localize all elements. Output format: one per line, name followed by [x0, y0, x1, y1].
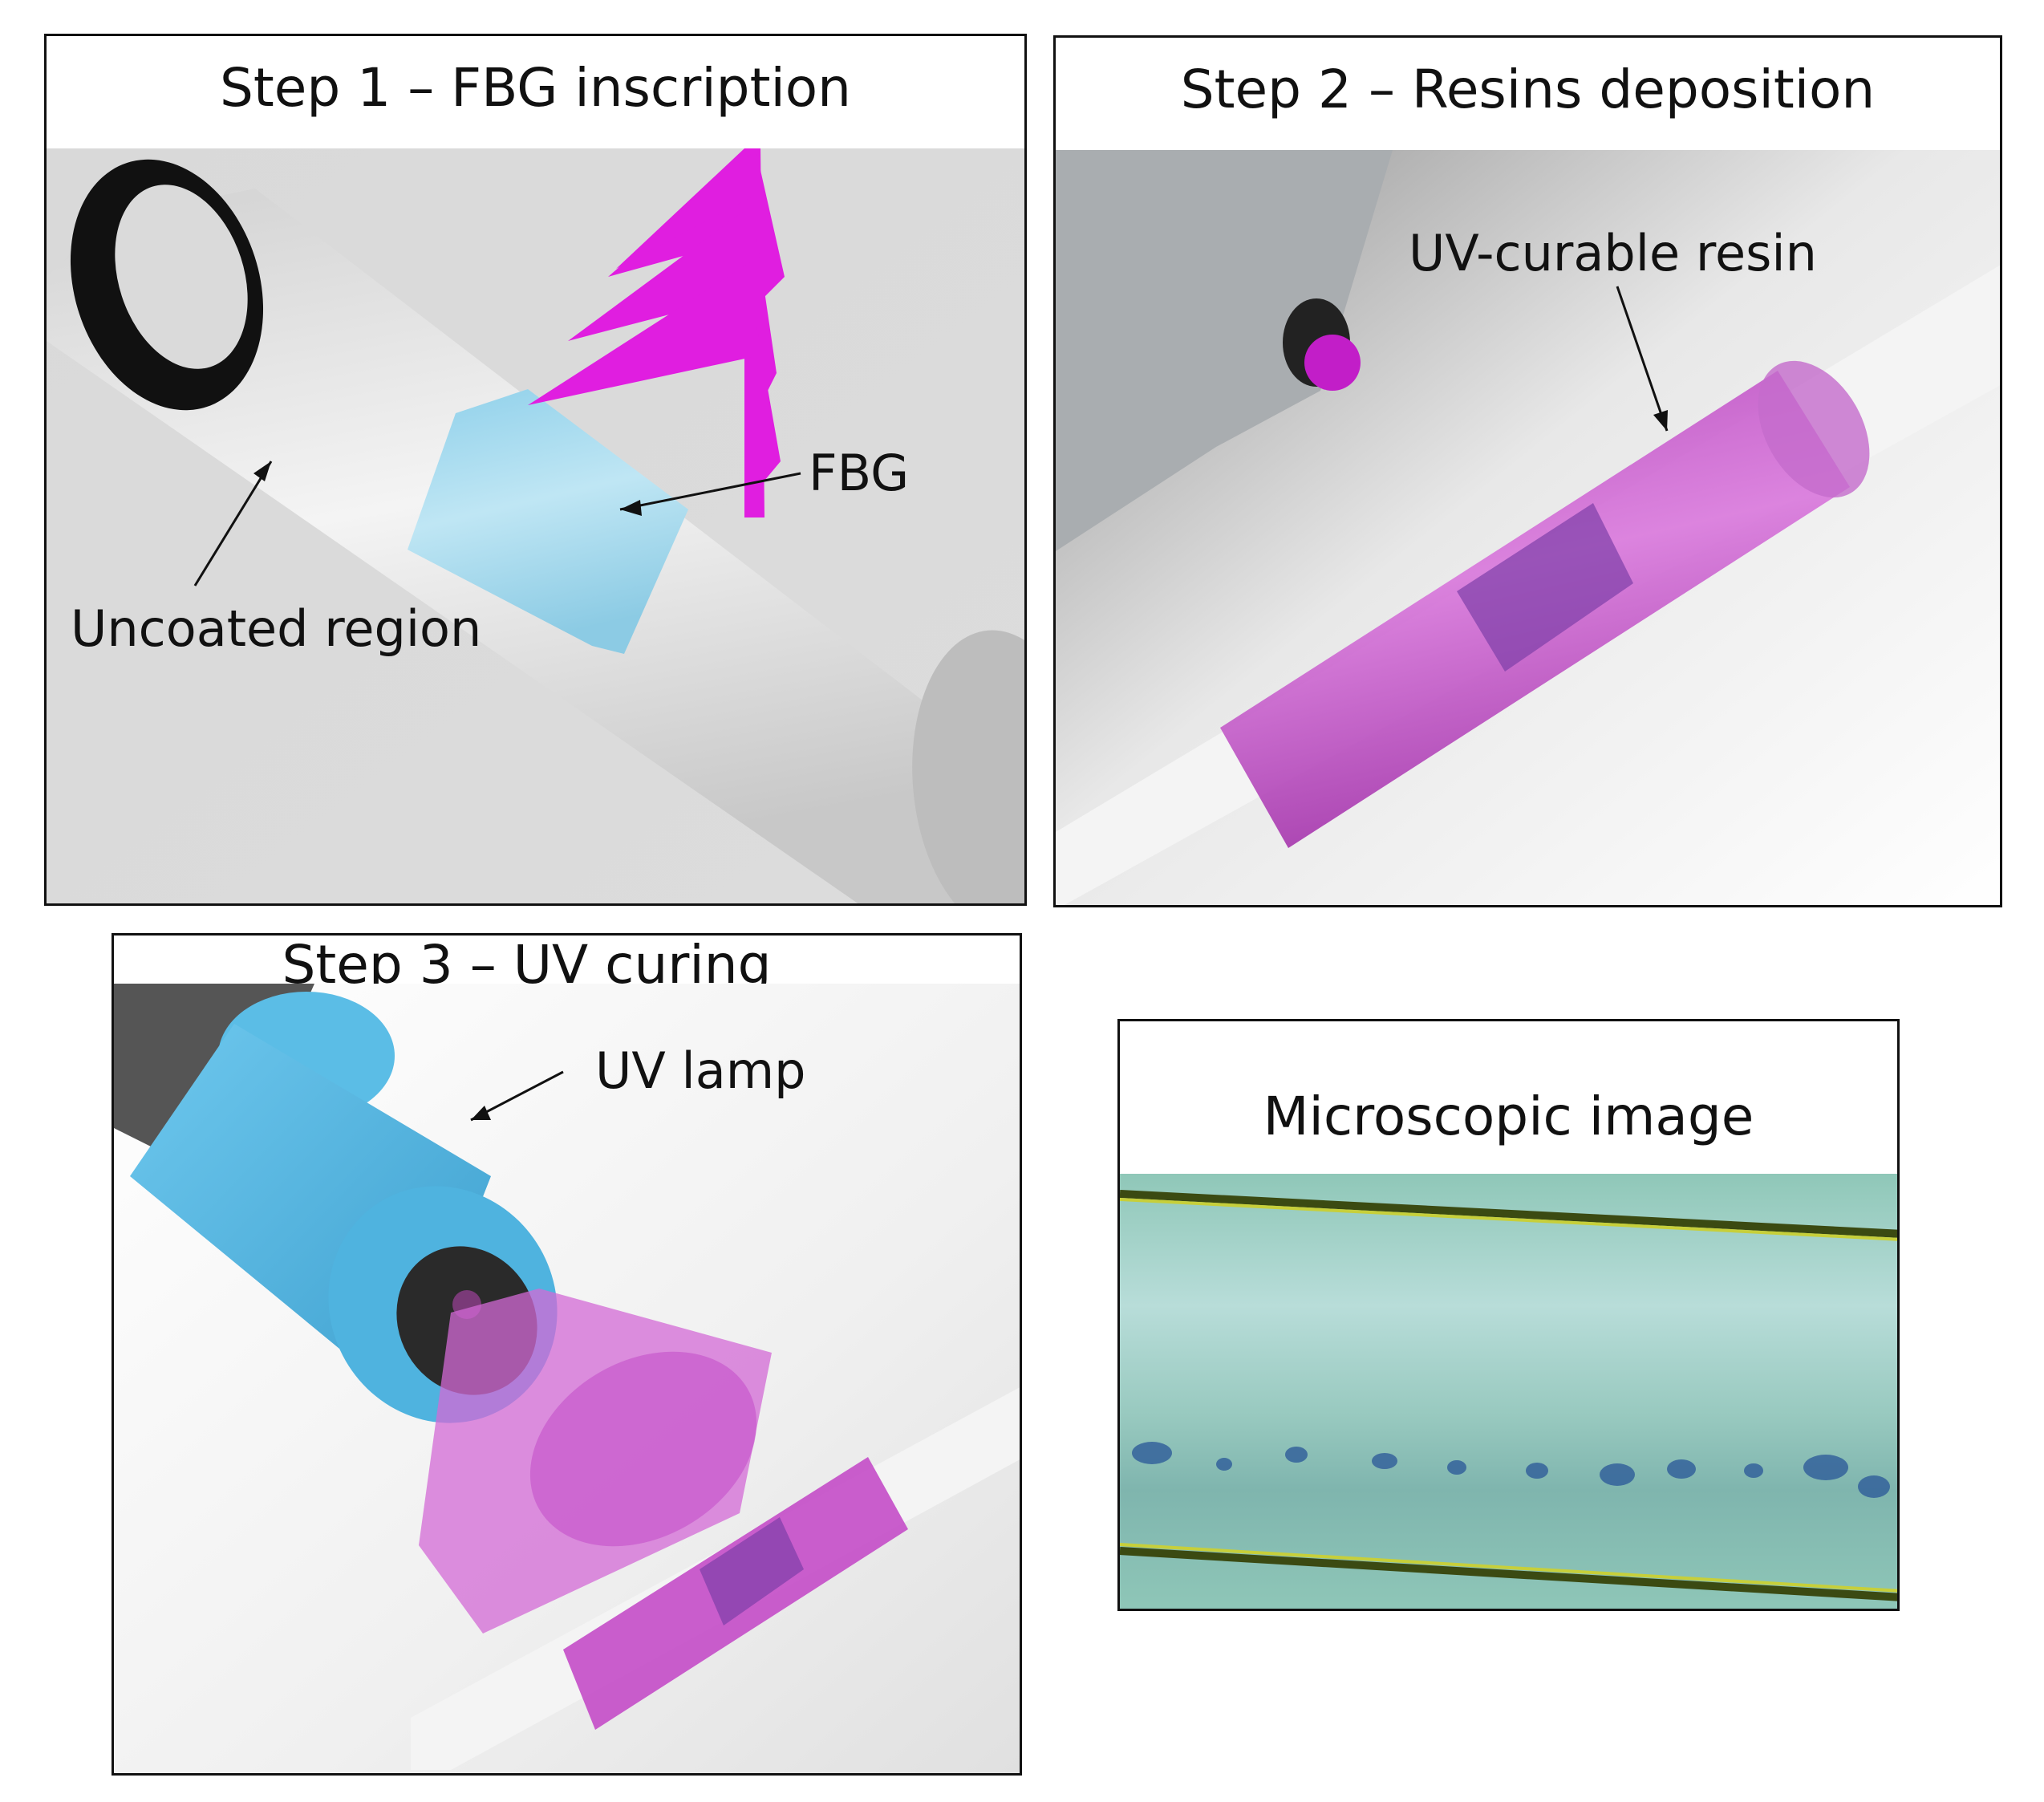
fbg-arrow: [619, 472, 801, 511]
step3-panel: Step 3 – UV curing U: [112, 933, 1022, 1776]
step1-title: Step 1 – FBG inscription: [219, 57, 852, 119]
resin-particles: [1132, 1442, 1890, 1498]
resin-end-cap: [1758, 360, 1870, 498]
step2-illustration: UV-curable resin: [1056, 150, 2000, 905]
step1-panel: Step 1 – FBG inscription: [44, 34, 1027, 906]
laser-beam: [528, 148, 785, 517]
uncoated-arrow: [193, 461, 273, 586]
uncoated-arrowhead: [253, 461, 271, 481]
micro-panel: Microscopic image: [1117, 1019, 1900, 1611]
fiber-lower-edge: [1120, 1547, 1897, 1601]
fbg-label: FBG: [809, 444, 909, 502]
resin-arrowhead: [1653, 410, 1668, 431]
micro-illustration: [1120, 1174, 1897, 1609]
fiber-upper-edge: [1120, 1190, 1897, 1238]
fiber-end-core: [115, 185, 248, 369]
step1-illustration: FBG Uncoated region: [47, 148, 1024, 903]
uv-cone-base: [529, 1351, 757, 1547]
fbg-arrowhead: [620, 500, 642, 516]
lamp-arrowhead: [471, 1106, 491, 1120]
step3-illustration: UV lamp: [114, 984, 1020, 1773]
step2-panel: Step 2 – Resins deposition UV-curabl: [1053, 35, 2002, 907]
lamp-label: UV lamp: [595, 1041, 805, 1100]
fiber-lower-edge-highlight: [1120, 1543, 1897, 1593]
dispenser-nozzle: [1056, 150, 1393, 551]
resin-arrow: [1616, 286, 1669, 432]
micro-title: Microscopic image: [1263, 1086, 1754, 1147]
micro-image-area: [1120, 1174, 1897, 1609]
fiber-upper-edge-highlight: [1120, 1198, 1897, 1241]
resin-core: [700, 1517, 804, 1625]
resin-label: UV-curable resin: [1409, 224, 1817, 282]
resin-core: [1457, 503, 1633, 672]
uncoated-label: Uncoated region: [71, 599, 481, 658]
resin-droplet: [1304, 335, 1361, 391]
fbg-band: [408, 389, 688, 654]
step2-title: Step 2 – Resins deposition: [1180, 59, 1876, 120]
fiber-right-cap: [912, 630, 1024, 903]
